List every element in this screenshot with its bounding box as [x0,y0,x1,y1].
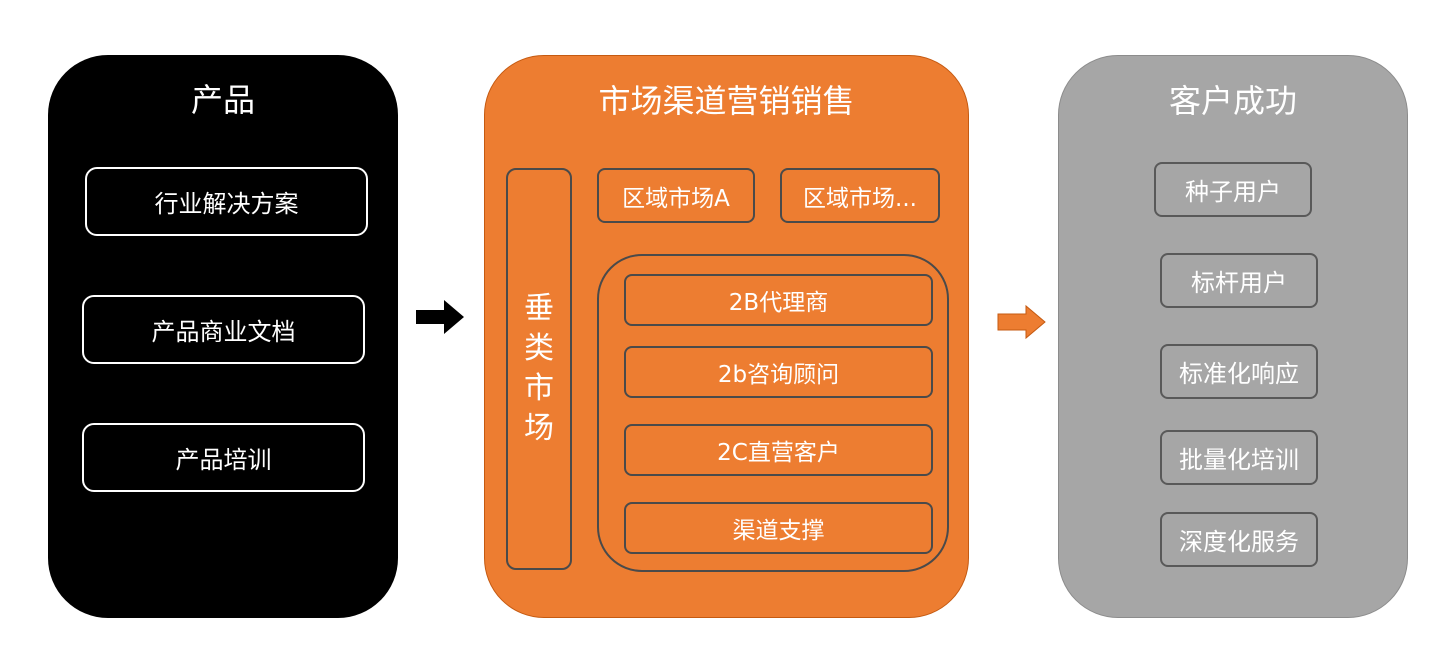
region-market-more: 区域市场... [780,168,940,223]
channel-2c-direct: 2C直营客户 [624,424,933,476]
customer-panel: 客户成功 种子用户 标杆用户 标准化响应 批量化培训 深度化服务 [1058,55,1408,618]
channel-support: 渠道支撑 [624,502,933,554]
channel-2b-agent: 2B代理商 [624,274,933,326]
vertical-market-box: 垂 类 市 场 [506,168,572,570]
customer-item-deep-service: 深度化服务 [1160,512,1318,567]
product-panel: 产品 行业解决方案 产品商业文档 产品培训 [48,55,398,618]
product-item-solution: 行业解决方案 [85,167,368,236]
customer-item-seed: 种子用户 [1154,162,1312,217]
black-arrow-icon [416,300,464,334]
customer-item-standard-response: 标准化响应 [1160,344,1318,399]
market-title: 市场渠道营销销售 [598,82,855,120]
customer-title: 客户成功 [1168,82,1297,120]
customer-item-benchmark: 标杆用户 [1160,253,1318,308]
vertical-char: 市 [524,371,554,406]
orange-arrow-icon [997,304,1046,340]
product-title: 产品 [190,81,255,119]
vertical-char: 场 [524,411,554,446]
vertical-char: 垂 [524,291,554,326]
vertical-char: 类 [524,331,554,366]
market-panel: 市场渠道营销销售 垂 类 市 场 区域市场A 区域市场... 2B代理商 2b咨… [484,55,969,618]
customer-item-batch-training: 批量化培训 [1160,430,1318,485]
product-item-training: 产品培训 [82,423,365,492]
product-item-business-doc: 产品商业文档 [82,295,365,364]
region-market-a: 区域市场A [597,168,755,223]
channel-2b-consultant: 2b咨询顾问 [624,346,933,398]
channel-group [597,254,949,572]
